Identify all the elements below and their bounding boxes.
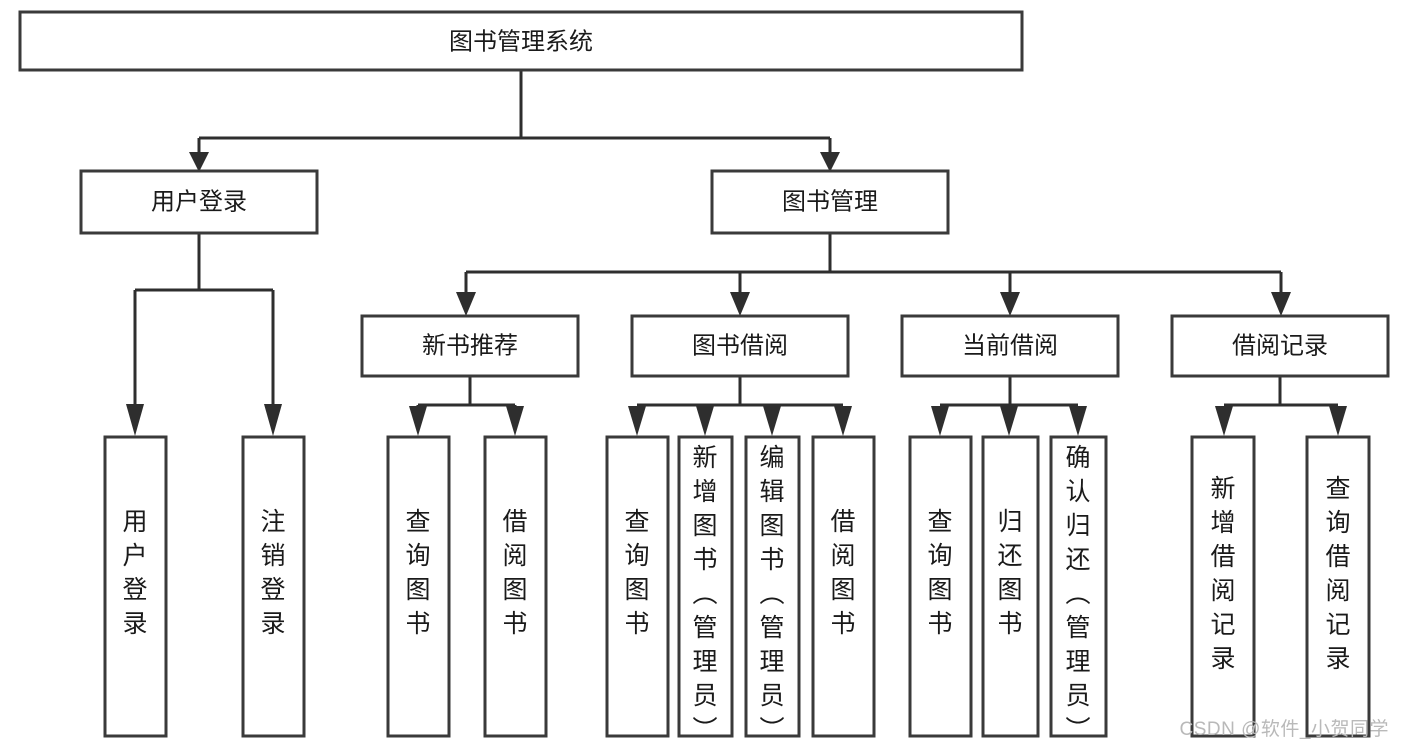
node-record[interactable]: 借阅记录 — [1170, 314, 1390, 378]
node-current[interactable]: 当前借阅 — [900, 314, 1120, 378]
node-leaf5-label: 查询图书 — [624, 508, 649, 638]
node-leaf2-label: 注销登录 — [260, 508, 285, 638]
node-leaf10[interactable]: 归还图书 — [981, 435, 1040, 738]
node-borrow-box[interactable] — [630, 314, 850, 378]
node-current-label: 当前借阅 — [962, 332, 1058, 359]
arrowhead-leaf11 — [1069, 406, 1087, 436]
node-borrow[interactable]: 图书借阅 — [630, 314, 850, 378]
arrowhead-current — [1000, 292, 1020, 316]
arrowhead-leaf6 — [696, 406, 714, 436]
node-record-box[interactable] — [1170, 314, 1390, 378]
node-leaf1-box[interactable] — [103, 435, 168, 738]
node-leaf11[interactable]: 确认归还︵管理员︶ — [1049, 435, 1108, 744]
node-leaf7[interactable]: 编辑图书︵管理员︶ — [744, 435, 801, 744]
node-root[interactable]: 图书管理系统 — [18, 10, 1024, 72]
node-leaf7-label: 编辑图书︵管理员︶ — [759, 444, 784, 744]
node-login-label: 用户登录 — [151, 188, 247, 215]
node-newbook-box[interactable] — [360, 314, 580, 378]
arrowhead-leaf13 — [1329, 406, 1347, 436]
node-leaf8-box[interactable] — [811, 435, 876, 738]
node-leaf10-label: 归还图书 — [997, 508, 1022, 638]
arrowhead-leaf10 — [1000, 406, 1018, 436]
node-leaf3-box[interactable] — [386, 435, 451, 738]
node-leaf13-box[interactable] — [1305, 435, 1371, 738]
node-current-box[interactable] — [900, 314, 1120, 378]
arrowhead-login — [189, 152, 209, 172]
arrowhead-leaf5 — [628, 406, 646, 436]
node-leaf6[interactable]: 新增图书︵管理员︶ — [677, 435, 734, 744]
arrowhead-leaf7 — [763, 406, 781, 436]
node-leaf7-box[interactable] — [744, 435, 801, 738]
node-root-box[interactable] — [18, 10, 1024, 72]
node-leaf12-label: 新增借阅记录 — [1210, 475, 1235, 673]
node-leaf3-label: 查询图书 — [405, 508, 430, 638]
arrowhead-leaf4 — [506, 406, 524, 436]
node-newbook-label: 新书推荐 — [422, 332, 518, 359]
node-leaf12[interactable]: 新增借阅记录 — [1190, 435, 1256, 738]
arrowhead-leaf12 — [1215, 406, 1233, 436]
node-newbook[interactable]: 新书推荐 — [360, 314, 580, 378]
node-leaf11-box[interactable] — [1049, 435, 1108, 738]
arrowhead-leaf9 — [931, 406, 949, 436]
node-bookmgmt-label: 图书管理 — [782, 188, 878, 215]
node-leaf1-label: 用户登录 — [122, 508, 147, 638]
arrowhead-record — [1271, 292, 1291, 316]
node-leaf12-box[interactable] — [1190, 435, 1256, 738]
arrowhead-leaf3 — [409, 406, 427, 436]
node-leaf8-label: 借阅图书 — [830, 508, 855, 638]
leaf-layer: 用户登录 注销登录 查询图书 借阅图书 查询图书 新增图书︵管理员︶ — [103, 435, 1371, 744]
node-leaf11-label: 确认归还︵管理员︶ — [1065, 444, 1090, 744]
node-leaf9[interactable]: 查询图书 — [908, 435, 973, 738]
arrowhead-leaf8 — [834, 406, 852, 436]
node-bookmgmt-box[interactable] — [710, 169, 950, 235]
node-bookmgmt[interactable]: 图书管理 — [710, 169, 950, 235]
node-leaf9-label: 查询图书 — [927, 508, 952, 638]
node-leaf13[interactable]: 查询借阅记录 — [1305, 435, 1371, 738]
arrowhead-leaf2 — [264, 404, 282, 436]
node-leaf4-label: 借阅图书 — [502, 508, 527, 638]
arrowhead-bookmgmt — [820, 152, 840, 172]
node-leaf6-label: 新增图书︵管理员︶ — [692, 444, 717, 744]
node-leaf1[interactable]: 用户登录 — [103, 435, 168, 738]
node-leaf10-box[interactable] — [981, 435, 1040, 738]
node-login[interactable]: 用户登录 — [79, 169, 319, 235]
node-leaf4[interactable]: 借阅图书 — [483, 435, 548, 738]
node-leaf4-box[interactable] — [483, 435, 548, 738]
node-leaf6-box[interactable] — [677, 435, 734, 738]
node-leaf3[interactable]: 查询图书 — [386, 435, 451, 738]
node-leaf5-box[interactable] — [605, 435, 670, 738]
node-leaf2-box[interactable] — [241, 435, 306, 738]
node-root-label: 图书管理系统 — [449, 28, 593, 55]
node-leaf9-box[interactable] — [908, 435, 973, 738]
node-borrow-label: 图书借阅 — [692, 332, 788, 359]
node-leaf13-label: 查询借阅记录 — [1325, 475, 1350, 673]
node-leaf5[interactable]: 查询图书 — [605, 435, 670, 738]
connector-layer — [126, 70, 1347, 436]
node-login-box[interactable] — [79, 169, 319, 235]
arrowhead-newbook — [456, 292, 476, 316]
node-leaf2[interactable]: 注销登录 — [241, 435, 306, 738]
node-leaf8[interactable]: 借阅图书 — [811, 435, 876, 738]
node-record-label: 借阅记录 — [1232, 332, 1328, 359]
arrowhead-leaf1 — [126, 404, 144, 436]
arrowhead-borrow — [730, 292, 750, 316]
